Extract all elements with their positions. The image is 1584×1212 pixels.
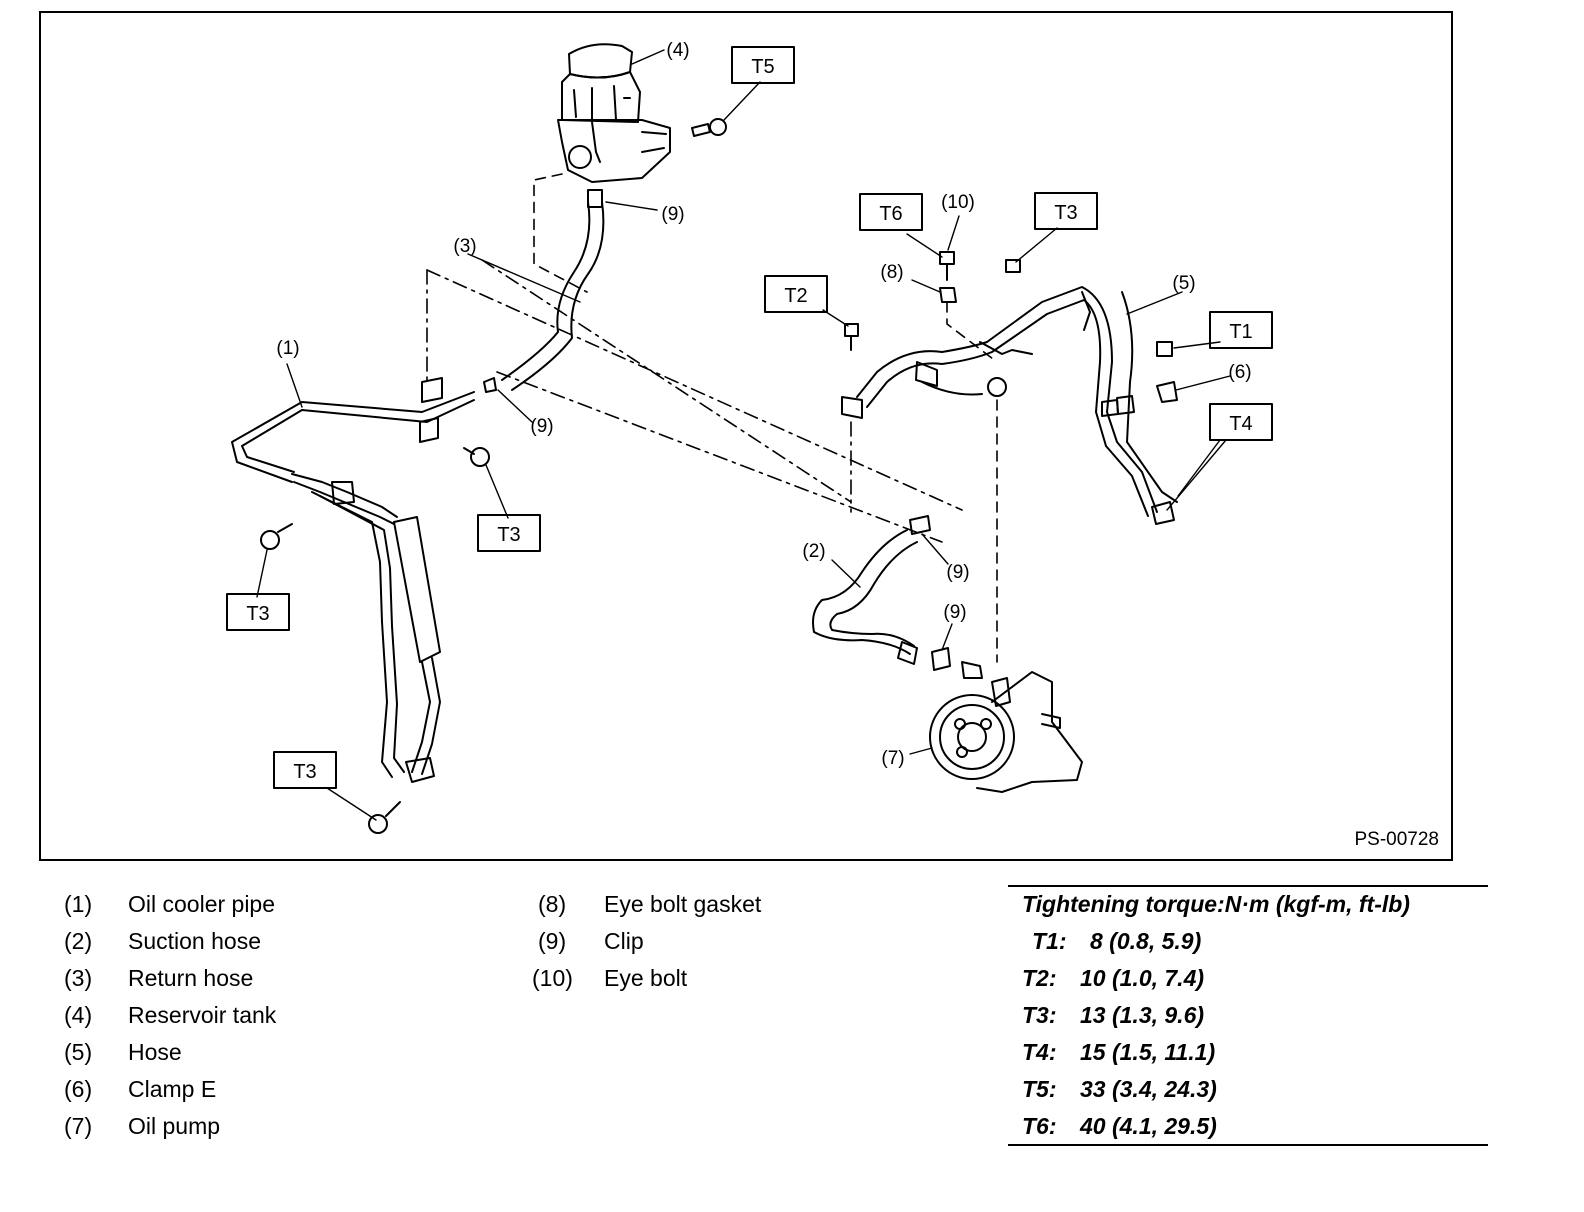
torque-tag-boxes (226, 46, 1273, 789)
legend-number: (5) (64, 1039, 93, 1065)
tag-t2: T2 (784, 285, 807, 307)
pressure-hose-part (841, 286, 1178, 525)
legend-part-name: Return hose (128, 965, 254, 991)
torque-top-rule (1008, 885, 1488, 887)
bolts (260, 118, 1178, 834)
legend-part-name: Oil pump (128, 1113, 221, 1139)
callout-5: (5) (1172, 273, 1195, 294)
torque-bottom-rule (1008, 1144, 1488, 1146)
torque-value: 33 (3.4, 24.3) (1080, 1076, 1217, 1102)
callout-4: (4) (666, 40, 689, 61)
oil-pump-part (929, 661, 1083, 793)
parts-diagram: T5 T6 T3 T2 T1 T4 T3 T3 T3 (4) (9) (3) (… (226, 40, 1273, 834)
legend-part-name: Reservoir tank (128, 1002, 277, 1028)
tag-t3-left: T3 (246, 603, 269, 625)
legend-part-name: Eye bolt gasket (604, 891, 762, 917)
tag-t1: T1 (1229, 321, 1252, 343)
torque-code: T5: (1022, 1076, 1057, 1102)
drawing-id: PS-00728 (1354, 829, 1439, 850)
callout-3: (3) (453, 236, 476, 257)
return-hose-part (501, 189, 605, 391)
torque-code: T6: (1022, 1113, 1057, 1139)
tag-t5: T5 (751, 56, 774, 78)
tag-t6: T6 (879, 203, 902, 225)
tag-t3-bottom: T3 (293, 761, 316, 783)
legend-number: (1) (64, 891, 93, 917)
callout-10: (10) (941, 192, 975, 213)
legend-part-name: Suction hose (128, 928, 261, 954)
diagram-frame: T5 T6 T3 T2 T1 T4 T3 T3 T3 (4) (9) (3) (… (39, 11, 1453, 861)
legend-number: (2) (64, 928, 93, 954)
dashed-lines (533, 173, 998, 663)
callout-9-left: (9) (530, 416, 553, 437)
legend-number: (6) (64, 1076, 93, 1102)
torque-code: T2: (1022, 965, 1057, 991)
torque-code: T4: (1022, 1039, 1057, 1065)
legend-part-name: Oil cooler pipe (128, 891, 276, 917)
oil-cooler-pipe-part (231, 377, 475, 783)
torque-value: 13 (1.3, 9.6) (1080, 1002, 1205, 1028)
legend-part-name: Clip (604, 928, 644, 954)
tag-t3-middle: T3 (497, 524, 520, 546)
legend-number: (8) (538, 891, 567, 917)
tag-t3-top: T3 (1054, 202, 1077, 224)
leader-lines (256, 49, 1231, 821)
legend-number: (10) (532, 965, 573, 991)
legend-number: (3) (64, 965, 93, 991)
callout-7: (7) (881, 748, 904, 769)
legend-part-name: Eye bolt (604, 965, 688, 991)
callout-9-lower: (9) (943, 602, 966, 623)
callout-1: (1) (276, 338, 299, 359)
reservoir-tank-part (557, 43, 671, 183)
callout-9-top: (9) (661, 204, 684, 225)
callout-6: (6) (1228, 362, 1251, 383)
torque-title: Tightening torque:N·m (kgf-m, ft-lb) (1022, 891, 1410, 917)
torque-value: 15 (1.5, 11.1) (1080, 1039, 1216, 1065)
tag-t4: T4 (1229, 413, 1252, 435)
torque-value: 8 (0.8, 5.9) (1090, 928, 1202, 954)
legend-number: (9) (538, 928, 567, 954)
callout-8: (8) (880, 262, 903, 283)
legend-number: (4) (64, 1002, 93, 1028)
legend-part-name: Hose (128, 1039, 182, 1065)
assembly-lines (426, 259, 963, 543)
torque-code: T3: (1022, 1002, 1057, 1028)
legend-number: (7) (64, 1113, 93, 1139)
suction-hose-part (812, 529, 918, 665)
torque-value: 10 (1.0, 7.4) (1080, 965, 1205, 991)
legend-part-name: Clamp E (128, 1076, 217, 1102)
callout-9-right: (9) (946, 562, 969, 583)
torque-code: T1: (1032, 928, 1067, 954)
callout-2: (2) (802, 541, 825, 562)
torque-value: 40 (4.1, 29.5) (1080, 1113, 1217, 1139)
